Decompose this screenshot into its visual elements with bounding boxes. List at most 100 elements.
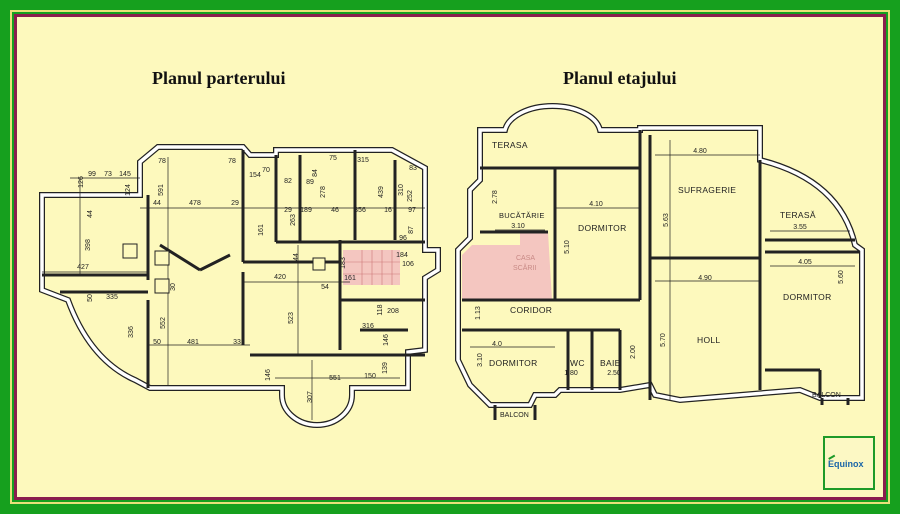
dimension-label: 87	[408, 226, 415, 234]
room-terasa-right: TERASĂ	[780, 210, 816, 220]
dimension-label: 263	[290, 214, 297, 226]
dimension-label: 278	[320, 186, 327, 198]
dimension-label: 46	[331, 207, 339, 214]
dimension-label: 3.10	[511, 223, 525, 230]
dimension-label: 551	[329, 375, 341, 382]
dimension-label: 29	[284, 207, 292, 214]
dimension-label: 146	[383, 334, 390, 346]
dimension-label: 146	[265, 369, 272, 381]
dimension-label: 106	[402, 261, 414, 268]
dimension-label: 420	[274, 274, 286, 281]
upper-room-labels: TERASA SUFRAGERIE BUCĂTĂRIE DORMITOR TER…	[489, 140, 841, 419]
ground-floor-title: Planul parterului	[152, 68, 286, 88]
dimension-label: 398	[85, 239, 92, 251]
dimension-label: 2.78	[492, 190, 499, 204]
dimension-label: 30	[170, 283, 177, 291]
dimension-label: 50	[87, 294, 94, 302]
dimension-label: 4.80	[693, 148, 707, 155]
dimension-label: 44	[87, 210, 94, 218]
dimension-label: 150	[364, 373, 376, 380]
dimension-label: 591	[158, 184, 165, 196]
room-baie: BAIE	[600, 358, 621, 368]
dimension-label: 33	[233, 339, 241, 346]
dimension-label: 44	[153, 200, 161, 207]
logo-text: Equinox	[828, 459, 864, 469]
dimension-label: 16	[384, 207, 392, 214]
dimension-label: 96	[399, 235, 407, 242]
dimension-label: 161	[258, 224, 265, 236]
upper-stairs	[462, 232, 552, 300]
dimension-label: 481	[187, 339, 199, 346]
dimension-label: 5.10	[564, 240, 571, 254]
dimension-label: 523	[288, 312, 295, 324]
upper-dimension-lines	[470, 140, 855, 400]
dimension-label: 82	[284, 178, 292, 185]
dimension-label: 78	[158, 158, 166, 165]
dimension-label: 4.90	[698, 275, 712, 282]
dimension-label: 97	[408, 207, 416, 214]
ground-inner-walls	[42, 150, 425, 388]
equinox-logo: Equinox	[823, 436, 875, 490]
dimension-label: 184	[396, 252, 408, 259]
dimension-label: 78	[228, 158, 236, 165]
dimension-label: 124	[125, 184, 132, 196]
dimension-label: 1.80	[564, 370, 578, 377]
ground-dimension-lines	[42, 157, 425, 420]
dimension-label: 118	[377, 304, 384, 315]
dimension-label: 161	[344, 275, 356, 282]
ground-stairs-steps	[343, 250, 400, 285]
room-dormitor-2: DORMITOR	[783, 292, 832, 302]
dimension-label: 70	[262, 167, 270, 174]
dimension-label: 316	[362, 323, 374, 330]
dimension-label: 208	[387, 308, 399, 315]
dimension-label: 439	[378, 186, 385, 198]
room-terasa-top: TERASA	[492, 140, 528, 150]
room-coridor: CORIDOR	[510, 305, 552, 315]
dimension-label: 54	[321, 284, 329, 291]
ground-stairs	[343, 250, 400, 285]
dimension-label: 307	[307, 391, 314, 403]
dimension-label: 1.13	[475, 306, 482, 320]
dimension-label: 5.70	[660, 333, 667, 347]
upper-floor-title: Planul etajului	[563, 68, 677, 88]
room-dormitor-1: DORMITOR	[578, 223, 627, 233]
dimension-label: 356	[354, 207, 366, 214]
dimension-label: 2.00	[630, 345, 637, 359]
dimension-label: 139	[382, 362, 389, 374]
dimension-label: 2.50	[607, 370, 621, 377]
room-bucatarie: BUCĂTĂRIE	[499, 211, 545, 220]
dimension-label: 73	[104, 171, 112, 178]
room-holl: HOLL	[697, 335, 720, 345]
dimension-label: 4.10	[589, 201, 603, 208]
room-balcon-left: BALCON	[500, 412, 529, 419]
dimension-label: 4.05	[798, 259, 812, 266]
room-scarii: SCĂRII	[513, 263, 536, 272]
dimension-label: 336	[128, 326, 135, 338]
dimension-label: 84	[312, 169, 319, 177]
ground-chimneys	[122, 243, 326, 294]
dimension-label: 99	[88, 171, 96, 178]
dimension-label: 310	[398, 184, 405, 196]
dimension-label: 252	[407, 190, 414, 202]
dimension-label: 29	[231, 200, 239, 207]
dimension-label: 552	[160, 317, 167, 329]
dimension-label: 145	[119, 171, 131, 178]
dimension-label: 427	[77, 264, 89, 271]
room-casa: CASA	[516, 255, 535, 262]
upper-inner-walls	[462, 130, 860, 420]
dimension-label: 3.10	[477, 353, 484, 367]
dimension-label: 4.0	[492, 341, 502, 348]
dimension-label: 83	[409, 165, 417, 172]
dimension-label: 126	[78, 176, 85, 188]
room-balcon-right: BALCON	[812, 392, 841, 399]
dimension-label: 89	[306, 179, 314, 186]
dimension-label: 50	[153, 339, 161, 346]
dimension-label: 478	[189, 200, 201, 207]
dimension-label: 3.55	[793, 224, 807, 231]
dimension-label: 189	[300, 207, 312, 214]
